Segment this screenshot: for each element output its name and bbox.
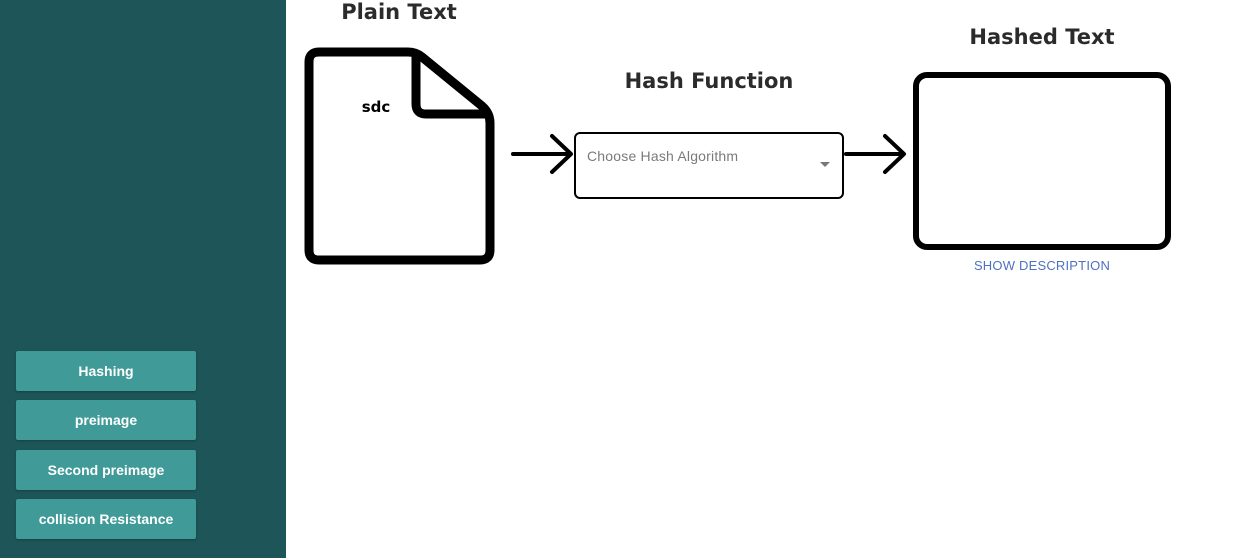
- hashed-text-output: [913, 72, 1171, 250]
- hash-algorithm-placeholder: Choose Hash Algorithm: [587, 148, 739, 164]
- plain-text-value[interactable]: sdc: [361, 98, 391, 116]
- hashed-text-heading: Hashed Text: [969, 25, 1115, 49]
- nav-collision-resistance-button[interactable]: collision Resistance: [16, 499, 196, 539]
- arrow-right-icon: [511, 134, 573, 174]
- sidebar: Hashing preimage Second preimage collisi…: [0, 0, 286, 558]
- plain-text-heading: Plain Text: [341, 0, 457, 24]
- chevron-down-icon: [820, 162, 830, 167]
- nav-hashing-button[interactable]: Hashing: [16, 351, 196, 391]
- nav-preimage-button[interactable]: preimage: [16, 400, 196, 440]
- hash-function-heading: Hash Function: [624, 69, 794, 93]
- hash-algorithm-select[interactable]: Choose Hash Algorithm: [574, 132, 844, 199]
- document-icon: [304, 47, 495, 265]
- nav-second-preimage-button[interactable]: Second preimage: [16, 450, 196, 490]
- arrow-right-icon: [844, 134, 906, 174]
- show-description-link[interactable]: SHOW DESCRIPTION: [973, 258, 1111, 273]
